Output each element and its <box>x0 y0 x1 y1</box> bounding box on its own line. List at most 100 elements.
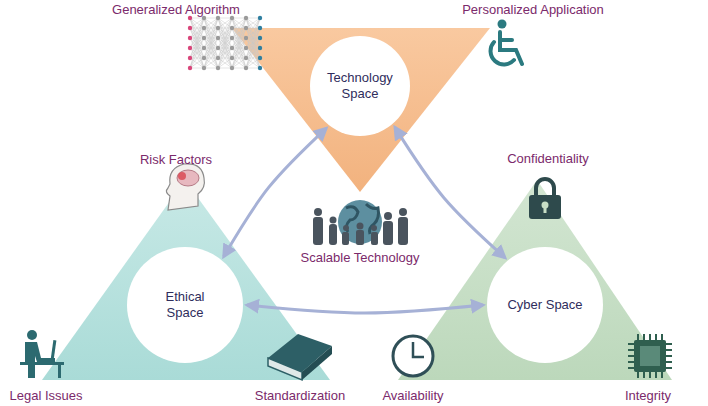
neural-network-icon <box>258 56 262 60</box>
globe-people-icon <box>371 225 377 231</box>
globe-people-icon <box>399 208 407 216</box>
chip-icon <box>643 334 645 340</box>
corner-label: Confidentiality <box>507 151 589 166</box>
globe-people-icon <box>384 212 392 220</box>
neural-network-icon <box>230 26 234 30</box>
chip-icon <box>628 334 672 378</box>
neural-network-icon <box>204 58 218 68</box>
person-computer-icon <box>58 362 61 378</box>
neural-network-icon <box>232 18 246 68</box>
cyber-triangle <box>398 180 672 380</box>
person-computer-icon <box>27 330 37 340</box>
person-computer-icon <box>20 330 64 378</box>
chip-icon <box>640 346 660 366</box>
book-icon <box>268 334 332 380</box>
chip-icon <box>666 361 672 363</box>
globe-people-icon <box>357 223 364 230</box>
person-computer-icon <box>51 340 57 360</box>
double-arrow <box>247 305 483 313</box>
space-circle: Cyber Space <box>487 247 603 363</box>
chip-icon <box>661 334 663 340</box>
globe-people-icon <box>383 221 393 245</box>
clock-icon <box>413 342 424 357</box>
globe-people-icon <box>313 200 408 245</box>
neural-network-icon <box>246 18 260 68</box>
double-arrow <box>224 128 326 256</box>
globe-people-icon <box>330 217 337 224</box>
neural-network-icon <box>190 38 204 68</box>
neural-network-icon <box>204 18 218 68</box>
brain-head-icon <box>166 164 204 210</box>
neural-network-icon <box>202 36 206 40</box>
chip-icon <box>628 355 634 357</box>
double-arrow <box>395 127 505 257</box>
neural-network-icon <box>216 56 220 60</box>
chip-icon <box>655 372 657 378</box>
neural-network-icon <box>204 38 218 68</box>
neural-network-icon <box>244 66 248 70</box>
corner-label: Standardization <box>255 388 345 403</box>
neural-network-icon <box>244 26 248 30</box>
neural-network-icon <box>188 16 262 70</box>
globe-people-icon <box>314 208 322 216</box>
chip-icon <box>661 372 663 378</box>
space-name: Ethical Space <box>146 289 224 321</box>
lock-icon <box>544 206 547 213</box>
chip-icon <box>628 361 634 363</box>
neural-network-icon <box>218 18 232 68</box>
globe-people-icon <box>343 225 349 231</box>
chip-icon <box>637 334 639 340</box>
wheelchair-icon <box>491 20 522 65</box>
chip-icon <box>634 340 666 372</box>
clock-icon <box>393 336 433 376</box>
chip-icon <box>649 334 651 340</box>
brain-head-icon <box>177 170 199 186</box>
chip-icon <box>666 349 672 351</box>
neural-network-icon <box>218 38 232 68</box>
wheelchair-icon <box>500 32 522 64</box>
neural-network-icon <box>258 16 262 20</box>
lock-icon <box>529 179 561 219</box>
neural-network-icon <box>230 66 234 70</box>
neural-network-icon <box>230 46 234 50</box>
neural-network-icon <box>258 46 262 50</box>
brain-head-icon <box>166 164 204 210</box>
neural-network-icon <box>202 56 206 60</box>
wheelchair-icon <box>491 42 514 64</box>
neural-network-icon <box>216 46 220 50</box>
neural-network-icon <box>216 26 220 30</box>
neural-network-icon <box>190 18 204 68</box>
corner-label: Scalable Technology <box>300 250 419 265</box>
chip-icon <box>666 355 672 357</box>
space-name: Cyber Space <box>507 297 582 313</box>
person-computer-icon <box>25 342 55 378</box>
technology-triangle <box>232 28 490 192</box>
neural-network-icon <box>202 26 206 30</box>
globe-people-icon <box>346 204 379 234</box>
neural-network-icon <box>258 66 262 70</box>
neural-network-icon <box>258 36 262 40</box>
neural-network-icon <box>246 58 260 68</box>
neural-network-icon <box>204 18 218 68</box>
space-name: Technology Space <box>321 70 399 102</box>
corner-label: Integrity <box>625 388 671 403</box>
neural-network-icon <box>232 58 246 68</box>
neural-network-icon <box>202 46 206 50</box>
chip-icon <box>628 349 634 351</box>
neural-network-icon <box>188 66 192 70</box>
neural-network-icon <box>246 38 260 68</box>
neural-network-icon <box>244 16 248 20</box>
chip-icon <box>628 343 634 345</box>
neural-network-icon <box>188 26 192 30</box>
globe-people-icon <box>329 224 337 245</box>
neural-network-icon <box>216 36 220 40</box>
neural-network-icon <box>232 18 246 68</box>
neural-network-icon <box>218 18 232 68</box>
triangles <box>42 28 672 380</box>
neural-network-icon <box>202 66 206 70</box>
neural-network-icon <box>230 36 234 40</box>
chip-icon <box>643 372 645 378</box>
globe-people-icon <box>313 208 408 245</box>
book-icon <box>302 346 332 380</box>
